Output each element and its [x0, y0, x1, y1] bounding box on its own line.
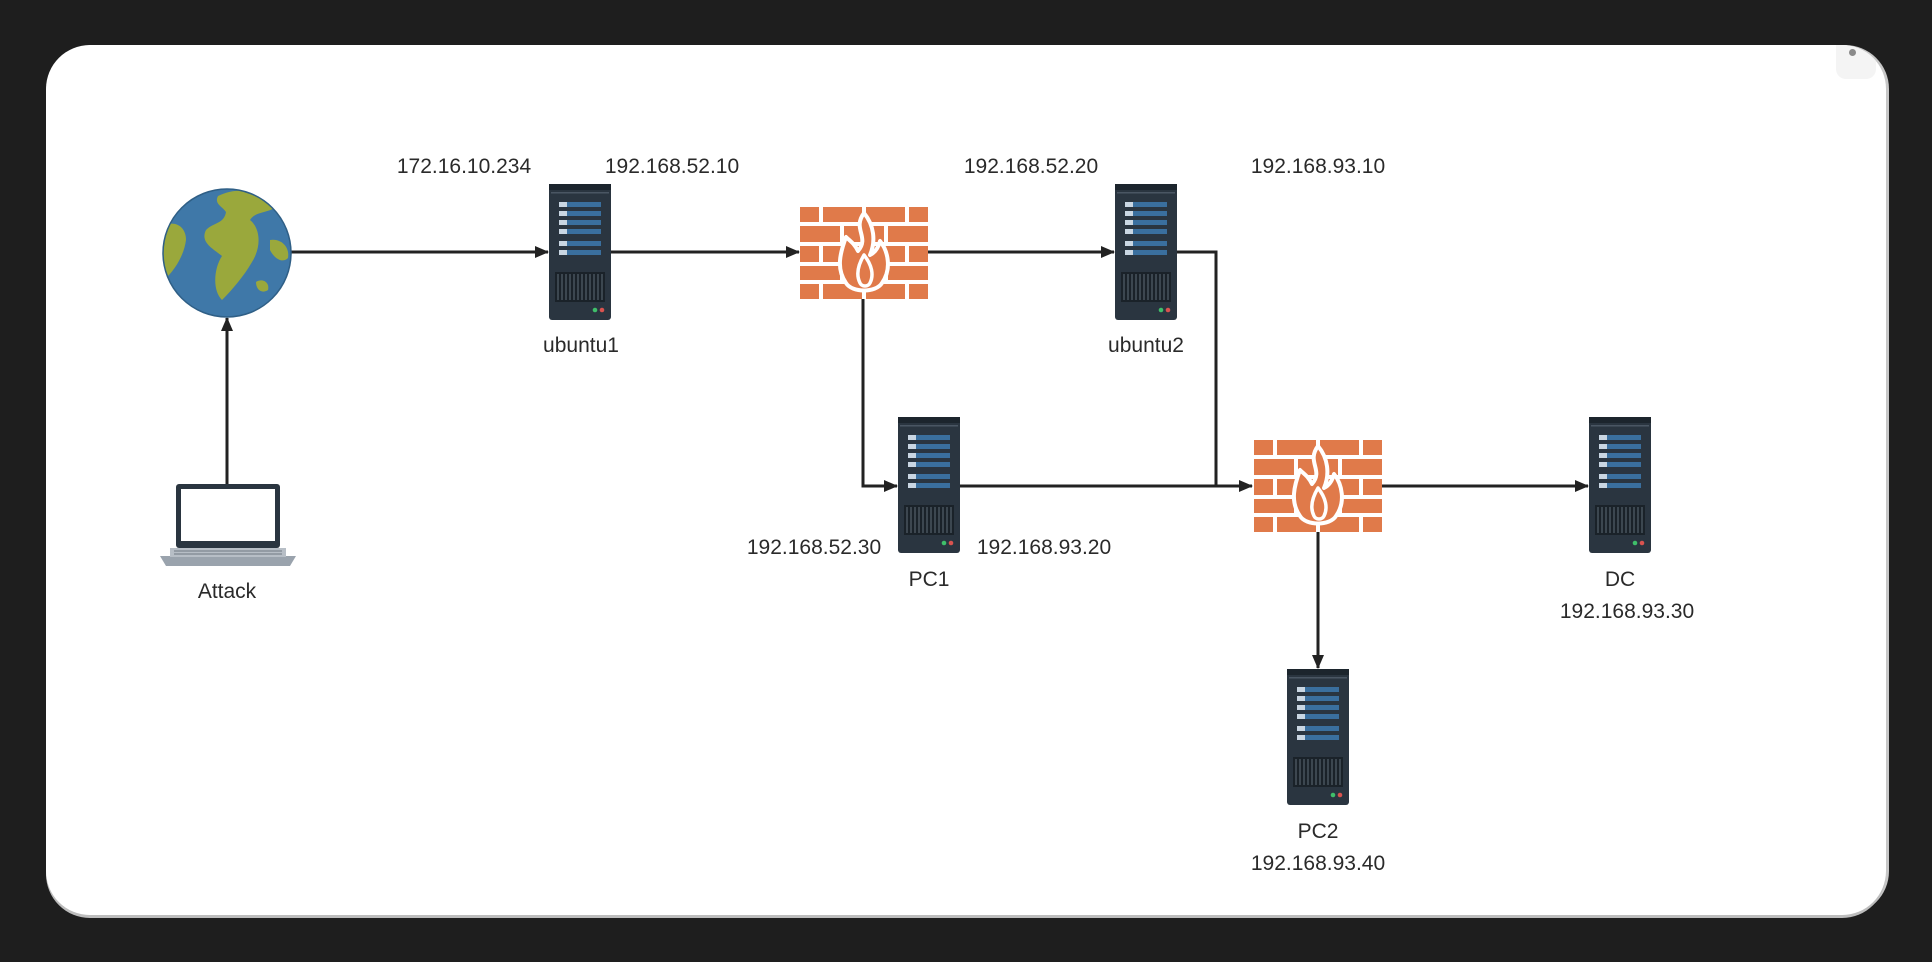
server-icon-ubuntu2 — [1115, 184, 1177, 320]
server-icon-dc — [1589, 417, 1651, 553]
canvas-corner-handle[interactable] — [1836, 45, 1876, 79]
ip-label-ubuntu1-outer: 172.16.10.234 — [396, 155, 532, 178]
server-icon-pc2 — [1287, 669, 1349, 805]
ip-label-pc1-inner: 192.168.52.30 — [746, 536, 882, 559]
node-label-pc2: PC2 — [1297, 820, 1339, 843]
node-label-dc: DC — [1604, 568, 1636, 591]
globe-icon — [162, 188, 292, 318]
server-icon-pc1 — [898, 417, 960, 553]
node-label-ubuntu1: ubuntu1 — [543, 334, 619, 357]
firewall-icon-1 — [800, 207, 928, 299]
ip-label-pc2: 192.168.93.40 — [1250, 852, 1386, 875]
ip-label-pc1-outer: 192.168.93.20 — [976, 536, 1112, 559]
link-ubuntu2-firewall2 — [1177, 250, 1218, 486]
node-label-attack: Attack — [197, 580, 257, 603]
ip-label-ubuntu2-outer: 192.168.93.10 — [1250, 155, 1386, 178]
node-label-pc1: PC1 — [908, 568, 950, 591]
ip-label-dc: 192.168.93.30 — [1559, 600, 1695, 623]
connection-lines — [221, 246, 1589, 669]
firewall-icon-2 — [1254, 440, 1382, 532]
server-icon-ubuntu1 — [549, 184, 611, 320]
handle-dot-icon — [1849, 49, 1856, 56]
link-firewall1-pc1 — [861, 296, 898, 492]
laptop-icon — [160, 484, 296, 566]
ip-label-ubuntu1-inner: 192.168.52.10 — [604, 155, 740, 178]
node-label-ubuntu2: ubuntu2 — [1108, 334, 1184, 357]
ip-label-ubuntu2-inner: 192.168.52.20 — [963, 155, 1099, 178]
